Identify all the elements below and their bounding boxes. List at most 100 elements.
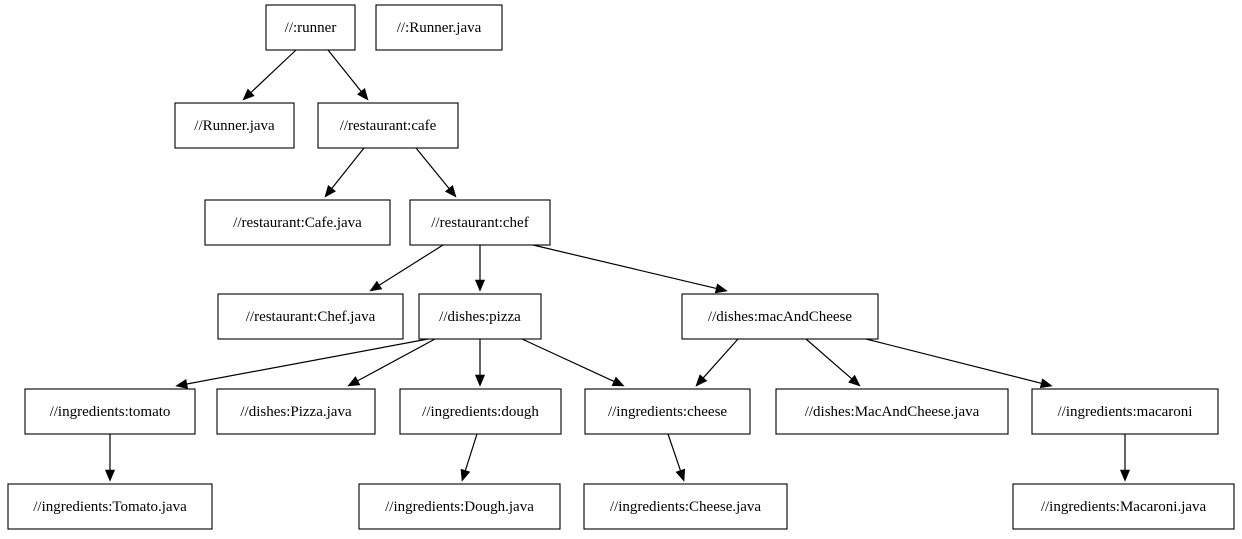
edge-chef-to-chef_java <box>369 244 444 292</box>
graph-node-cheese[interactable]: //ingredients:cheese <box>584 388 751 435</box>
node-label: //restaurant:Chef.java <box>246 309 376 325</box>
node-label: //:Runner.java <box>397 20 482 36</box>
edge-line <box>805 338 853 380</box>
node-box[interactable] <box>584 388 751 435</box>
node-box[interactable] <box>1012 483 1235 530</box>
graph-node-cheese_java[interactable]: //ingredients:Cheese.java <box>583 483 788 530</box>
edge-line <box>357 338 436 382</box>
node-box[interactable] <box>1031 388 1219 435</box>
edge-pizza-to-dough <box>474 339 486 387</box>
edge-line <box>702 338 739 379</box>
node-layer: //:runner //:Runner.java //Runner.java //re… <box>7 4 1235 530</box>
node-label: //ingredients:tomato <box>50 404 171 420</box>
arrowhead-icon <box>1039 378 1053 389</box>
edge-line <box>667 433 682 471</box>
graph-node-dough_java[interactable]: //ingredients:Dough.java <box>358 483 561 530</box>
edge-macandcheese-to-macaroni <box>865 338 1053 389</box>
node-box[interactable] <box>7 483 213 530</box>
edge-macandcheese-to-cheese <box>695 338 739 387</box>
node-label: //ingredients:dough <box>422 404 539 420</box>
edge-line <box>378 244 444 286</box>
edge-cafe-to-cafe_java <box>324 147 365 198</box>
graph-node-pizza_java[interactable]: //dishes:Pizza.java <box>216 388 376 435</box>
edge-macandcheese-to-macandcheese_java <box>805 338 861 387</box>
graph-node-runner_java_root[interactable]: //:Runner.java <box>375 4 503 51</box>
node-box[interactable] <box>358 483 561 530</box>
graph-node-runner[interactable]: //:runner <box>265 4 356 51</box>
graph-node-tomato_java[interactable]: //ingredients:Tomato.java <box>7 483 213 530</box>
edge-cafe-to-chef <box>415 147 457 198</box>
graph-node-chef_java[interactable]: //restaurant:Chef.java <box>217 293 404 340</box>
edge-pizza-to-tomato <box>175 338 429 389</box>
node-box[interactable] <box>204 199 391 246</box>
node-box[interactable] <box>317 102 459 149</box>
edge-layer <box>104 49 1131 482</box>
graph-node-runner_java[interactable]: //Runner.java <box>174 102 295 149</box>
arrowhead-icon <box>611 376 625 387</box>
edge-line <box>464 433 478 471</box>
node-label: //restaurant:cafe <box>340 118 437 134</box>
arrowhead-icon <box>356 88 369 101</box>
edge-line <box>186 338 429 385</box>
node-box[interactable] <box>216 388 376 435</box>
edge-tomato-to-tomato_java <box>104 434 116 482</box>
arrowhead-icon <box>175 378 189 389</box>
node-label: //:runner <box>285 20 337 36</box>
node-box[interactable] <box>24 388 196 435</box>
edge-line <box>250 49 297 93</box>
arrowhead-icon <box>695 374 708 387</box>
graph-node-cafe_java[interactable]: //restaurant:Cafe.java <box>204 199 391 246</box>
arrowhead-icon <box>848 374 861 387</box>
edge-pizza-to-pizza_java <box>347 338 436 387</box>
edge-macaroni-to-macaroni_java <box>1119 434 1131 482</box>
node-label: //ingredients:macaroni <box>1058 404 1193 420</box>
graph-node-cafe[interactable]: //restaurant:cafe <box>317 102 459 149</box>
node-box[interactable] <box>409 199 551 246</box>
node-label: //ingredients:Cheese.java <box>610 499 762 515</box>
graph-node-dough[interactable]: //ingredients:dough <box>399 388 562 435</box>
edge-dough-to-dough_java <box>460 433 478 482</box>
edge-line <box>865 338 1042 384</box>
node-label: //dishes:pizza <box>439 309 521 325</box>
graph-node-macandcheese[interactable]: //dishes:macAndCheese <box>681 293 879 340</box>
node-label: //ingredients:Macaroni.java <box>1041 499 1207 515</box>
graph-node-macaroni_java[interactable]: //ingredients:Macaroni.java <box>1012 483 1235 530</box>
arrowhead-icon <box>242 88 255 101</box>
node-label: //Runner.java <box>194 118 275 134</box>
arrowhead-icon <box>369 280 383 292</box>
edge-line <box>415 147 450 189</box>
edge-cheese-to-cheese_java <box>667 433 686 482</box>
edge-chef-to-macandcheese <box>532 244 728 294</box>
edge-pizza-to-cheese <box>521 338 625 387</box>
node-box[interactable] <box>174 102 295 149</box>
node-box[interactable] <box>681 293 879 340</box>
graph-node-tomato[interactable]: //ingredients:tomato <box>24 388 196 435</box>
edge-runner-to-runner_java <box>242 49 297 101</box>
node-label: //dishes:macAndCheese <box>708 309 852 325</box>
graph-node-chef[interactable]: //restaurant:chef <box>409 199 551 246</box>
node-label: //restaurant:chef <box>431 215 528 231</box>
node-box[interactable] <box>583 483 788 530</box>
node-box[interactable] <box>217 293 404 340</box>
node-box[interactable] <box>265 4 356 51</box>
arrowhead-icon <box>104 469 116 482</box>
graph-node-macaroni[interactable]: //ingredients:macaroni <box>1031 388 1219 435</box>
node-label: //ingredients:Tomato.java <box>33 499 187 515</box>
arrowhead-icon <box>474 279 486 292</box>
arrowhead-icon <box>675 468 686 482</box>
node-box[interactable] <box>775 388 1009 435</box>
node-label: //ingredients:cheese <box>608 404 727 420</box>
edge-line <box>331 147 365 189</box>
node-box[interactable] <box>399 388 562 435</box>
edge-chef-to-pizza <box>474 245 486 292</box>
arrowhead-icon <box>444 185 457 198</box>
graph-node-macandcheese_java[interactable]: //dishes:MacAndCheese.java <box>775 388 1009 435</box>
edge-line <box>327 49 362 92</box>
node-box[interactable] <box>418 293 542 340</box>
node-box[interactable] <box>375 4 503 51</box>
arrowhead-icon <box>460 468 471 482</box>
graph-node-pizza[interactable]: //dishes:pizza <box>418 293 542 340</box>
arrowhead-icon <box>714 283 728 294</box>
